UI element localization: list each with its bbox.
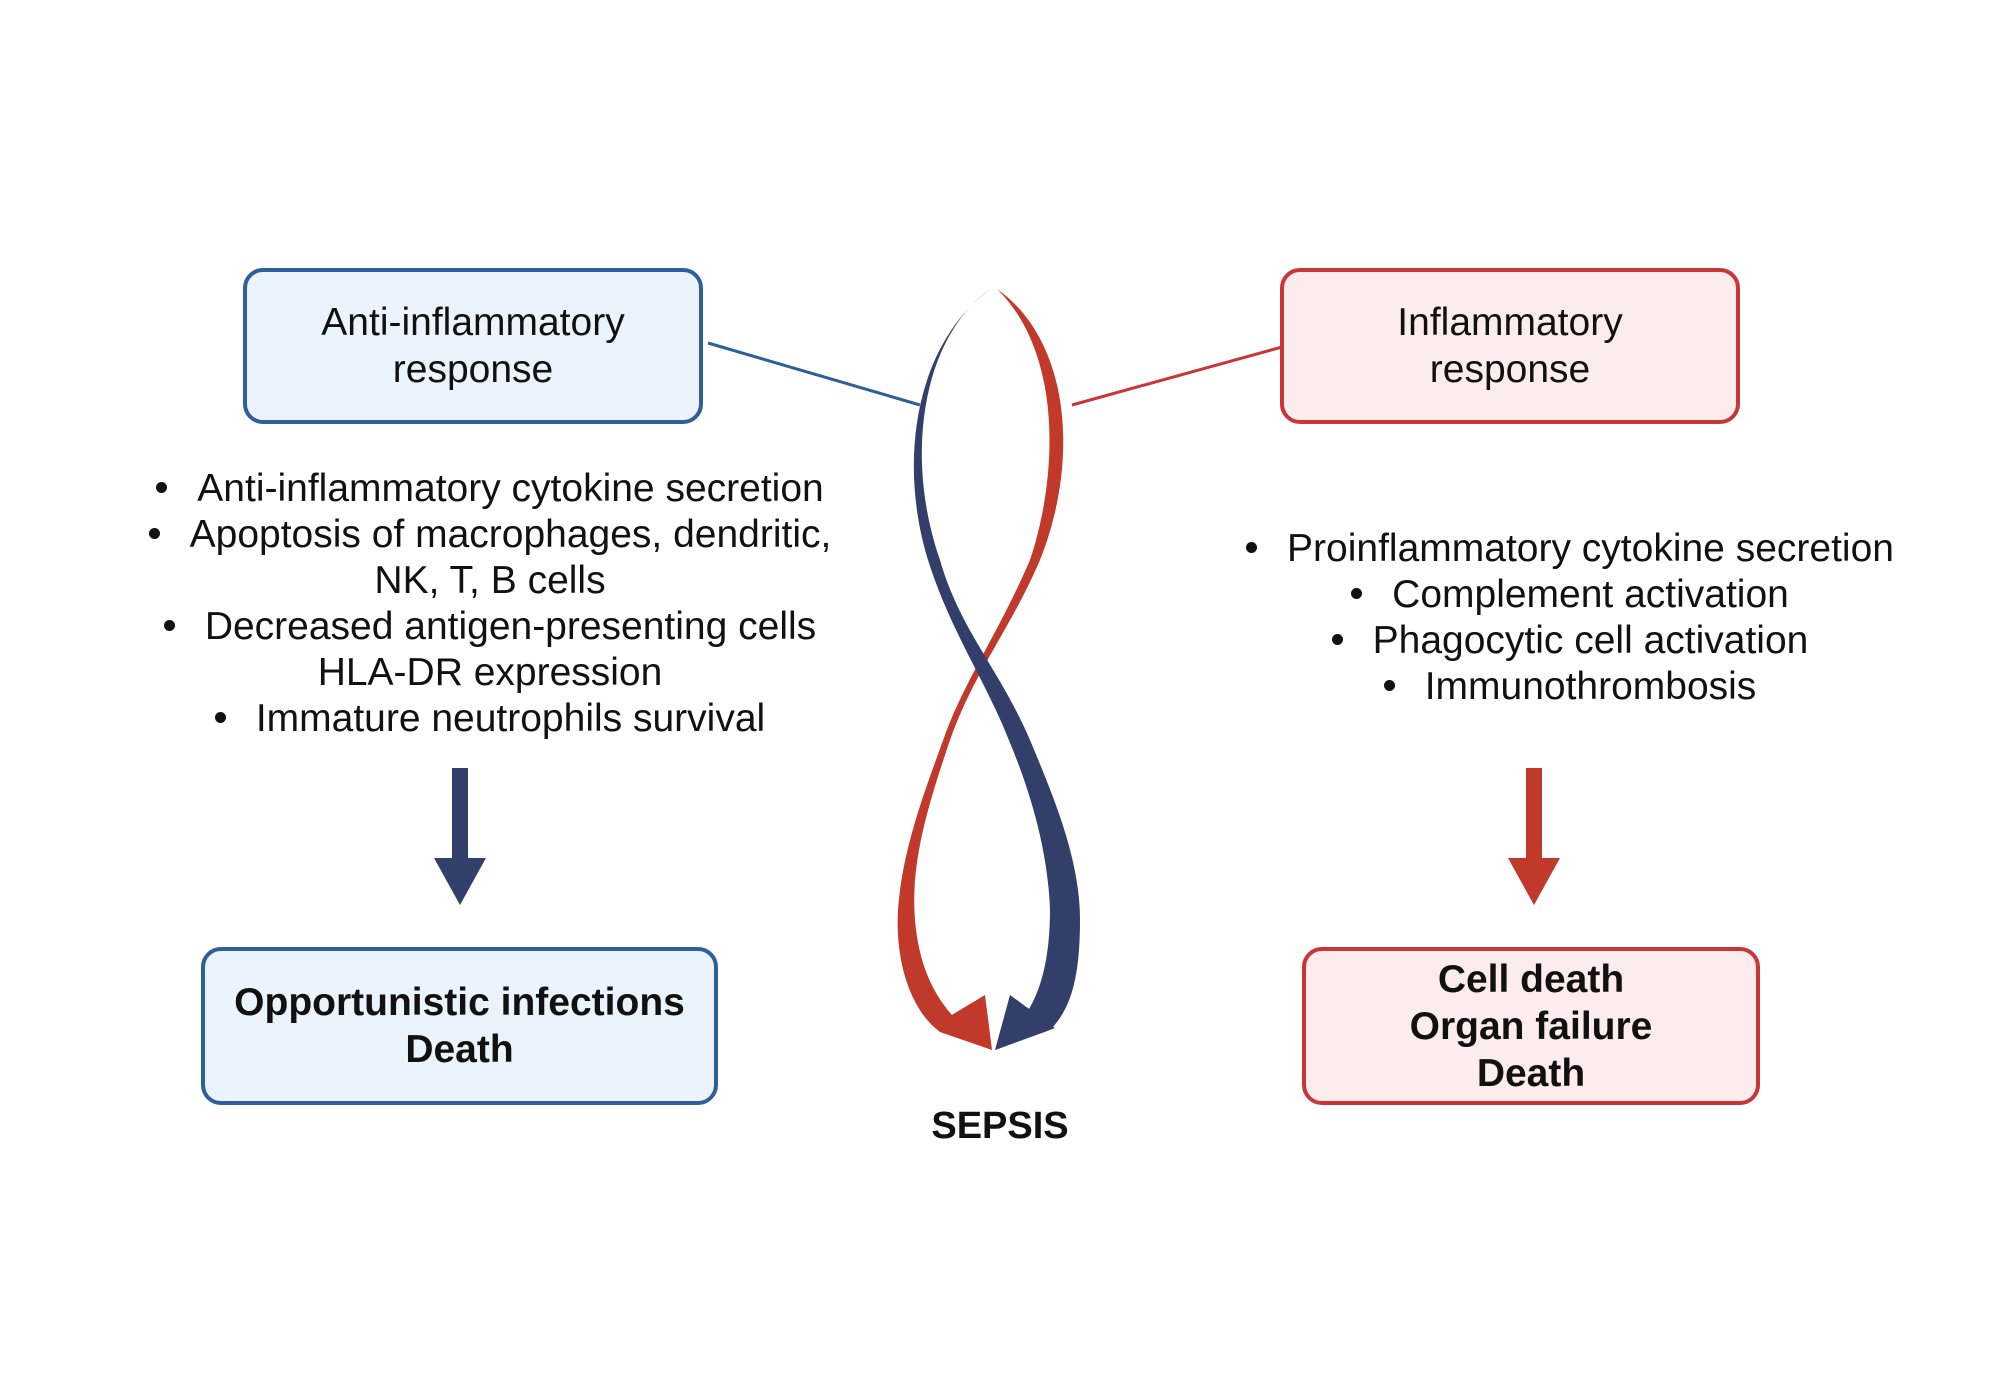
anti-inflammatory-bullet-list: Anti-inflammatory cytokine secretion Apo… — [70, 466, 910, 742]
right-outcome-line-2: Organ failure — [1409, 1004, 1653, 1048]
list-item: Proinflammatory cytokine secretion — [1160, 526, 1980, 572]
right-outcome-line-3: Death — [1476, 1051, 1586, 1095]
bullet-dot-icon — [148, 528, 160, 540]
list-item: Phagocytic cell activation — [1160, 618, 1980, 664]
left-outcome-line-1: Opportunistic infections — [234, 981, 685, 1024]
bullet-dot-icon — [1351, 588, 1363, 600]
list-item: Apoptosis of macrophages, dendritic, NK,… — [70, 512, 910, 604]
bullet-dot-icon — [214, 712, 226, 724]
left-outcome-line-2: Death — [405, 1028, 514, 1071]
bullet-dot-icon — [1246, 542, 1258, 554]
navy-helix-strand — [913, 289, 1080, 1050]
right-outcome-box: Cell death Organ failure Death — [1302, 947, 1760, 1105]
left-header-line-1: Anti-inflammatory — [321, 301, 625, 344]
bullet-dot-icon — [1331, 634, 1343, 646]
bullet-dot-icon — [1383, 680, 1395, 692]
right-header-line-1: Inflammatory — [1397, 301, 1623, 344]
list-item: Immunothrombosis — [1160, 664, 1980, 710]
left-header-line-2: response — [392, 348, 554, 391]
sepsis-label: SEPSIS — [931, 1105, 1069, 1147]
right-connector-line — [1071, 345, 1283, 407]
left-outcome-box: Opportunistic infections Death — [201, 947, 718, 1105]
list-item: Decreased antigen-presenting cells HLA-D… — [70, 604, 910, 696]
navy-helix-arrowhead — [995, 995, 1055, 1050]
anti-inflammatory-response-box: Anti-inflammatory response — [243, 268, 703, 424]
bullet-dot-icon — [163, 620, 175, 632]
right-header-line-2: response — [1429, 348, 1591, 391]
right-outcome-line-1: Cell death — [1437, 957, 1625, 1001]
left-down-arrow — [434, 768, 486, 905]
list-item: Anti-inflammatory cytokine secretion — [70, 466, 910, 512]
inflammatory-bullet-list: Proinflammatory cytokine secretion Compl… — [1160, 526, 1980, 710]
right-down-arrow — [1508, 768, 1560, 905]
inflammatory-response-box: Inflammatory response — [1280, 268, 1740, 424]
bullet-dot-icon — [156, 482, 168, 494]
red-helix-arrowhead — [935, 995, 992, 1050]
left-connector-line — [707, 341, 921, 407]
list-item: Immature neutrophils survival — [70, 696, 910, 742]
list-item: Complement activation — [1160, 572, 1980, 618]
